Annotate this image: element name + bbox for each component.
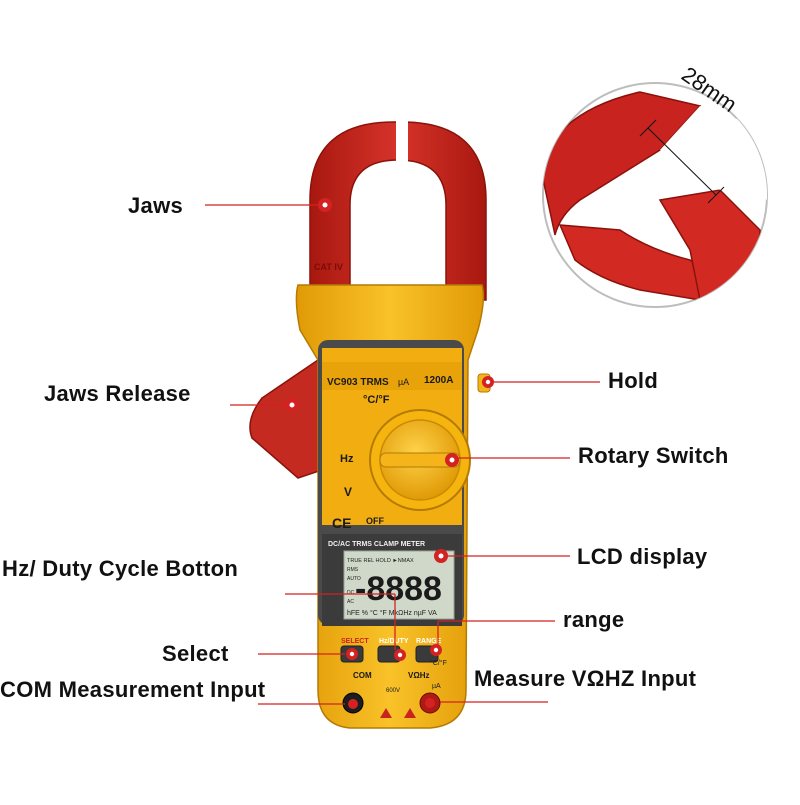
lcd-left-auto: AUTO <box>347 576 361 582</box>
rotary-dial-pointer <box>379 452 461 468</box>
model-name: VC903 TRMS <box>327 377 389 388</box>
callout-lcd-display: LCD display <box>577 544 708 569</box>
callout-jaws-release: Jaws Release <box>44 381 191 406</box>
warning-icon <box>380 708 392 718</box>
model-strip <box>322 362 462 390</box>
jaw-zoom-inset: 28mm <box>542 62 768 308</box>
callout-hz-duty: Hz/ Duty Cycle Botton <box>2 556 239 581</box>
callout-measure-input: Measure VΩHZ Input <box>474 666 697 691</box>
callout-range: range <box>563 607 625 632</box>
marker-v <box>425 698 435 708</box>
callout-hold: Hold <box>608 368 659 393</box>
com-jack-label: COM <box>353 671 372 680</box>
cat-mark: CAT IV <box>314 262 343 272</box>
hz-duty-label: Hz/DUTY <box>379 638 409 645</box>
leader-lines <box>205 204 600 705</box>
volt-mark: V <box>344 485 352 499</box>
temp-jack-label: °C/°F <box>430 659 447 667</box>
marker-com <box>348 699 358 709</box>
callout-com-input: COM Measurement Input <box>0 677 266 702</box>
lcd-digits: -8888 <box>355 570 442 608</box>
lcd-screen <box>343 550 455 620</box>
lcd-top-icons: TRUE REL HOLD ►NMAX <box>347 558 414 564</box>
dimension-line <box>647 127 717 196</box>
jaws-release-trigger[interactable] <box>249 358 323 479</box>
ce-mark: CE <box>332 515 351 531</box>
temp-mark: °C/°F <box>363 394 390 406</box>
lcd-left-ac: AC <box>347 599 354 605</box>
hz-mark: Hz <box>340 453 354 465</box>
v-jack-label: VΩHz <box>408 671 430 680</box>
lcd-left-rms: RMS <box>347 567 359 573</box>
callout-select: Select <box>162 641 229 666</box>
callout-rotary-switch: Rotary Switch <box>578 443 729 468</box>
lcd-bottom-icons: hFE % °C °F MkΩHz nµF VA <box>347 609 437 617</box>
current-unit: µA <box>398 377 409 387</box>
markers <box>285 198 494 709</box>
current-range: 1200A <box>424 375 453 386</box>
lcd-banner: DC/AC TRMS CLAMP METER <box>328 541 425 548</box>
ua-jack-label: µA <box>432 683 441 690</box>
jack-rating: 600V <box>386 688 400 694</box>
select-label: SELECT <box>341 638 369 645</box>
jaw-split <box>396 118 408 164</box>
lcd-left-dc: DC <box>347 590 355 596</box>
off-mark: OFF <box>366 516 384 526</box>
warning-icon-2 <box>404 708 416 718</box>
callout-jaws: Jaws <box>128 193 184 218</box>
range-label: RANGE <box>416 638 442 645</box>
